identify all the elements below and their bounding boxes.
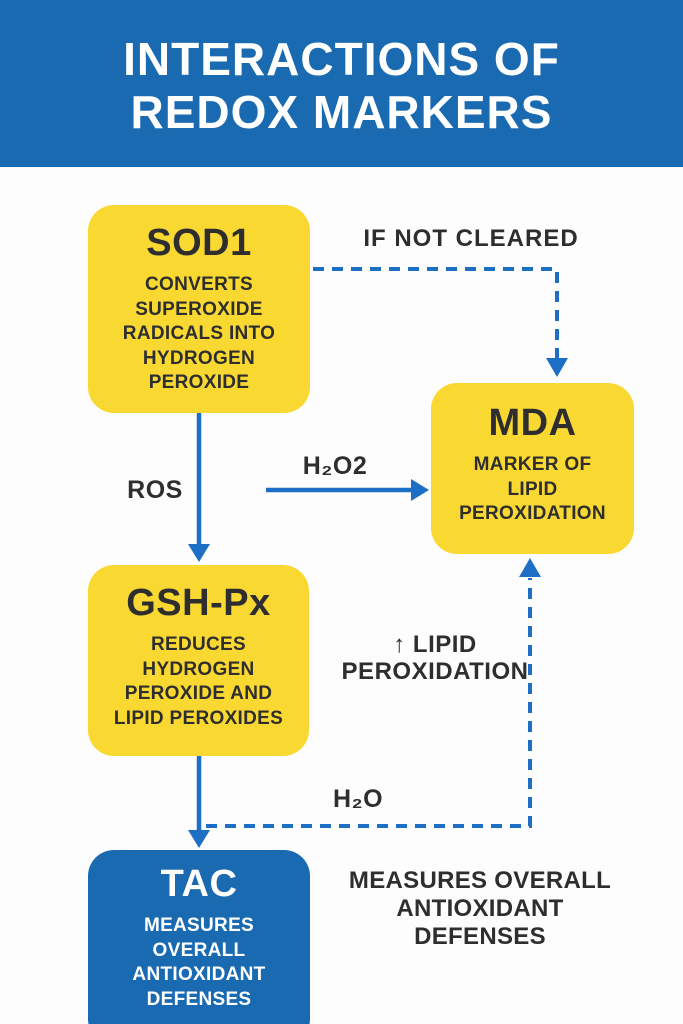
text-line: PEROXIDE AND	[124, 683, 273, 704]
node-sod1-title: SOD1	[146, 222, 252, 264]
page-title-line-1: INTERACTIONS OF	[123, 32, 560, 85]
text-line: ANTIOXIDANT DEFENSES	[396, 895, 564, 950]
node-gshpx: GSH-Px REDUCES HYDROGEN PEROXIDE AND LIP…	[88, 565, 309, 756]
text-line: PEROXIDATION	[341, 658, 529, 685]
text-line: MARKER OF	[473, 454, 592, 475]
text-line: RADICALS INTO	[122, 323, 276, 344]
arrow-if-not-cleared	[313, 267, 559, 358]
text-line: PEROXIDE	[148, 372, 250, 393]
text-line: MEASURES	[143, 915, 255, 936]
node-mda-description: MARKER OF LIPID PEROXIDATION	[459, 453, 606, 527]
page-title-line-2: REDOX MARKERS	[130, 85, 553, 138]
arrowhead-if-not-cleared	[546, 358, 568, 377]
node-gshpx-description: REDUCES HYDROGEN PEROXIDE AND LIPID PERO…	[114, 633, 283, 731]
label-tac-note: MEASURES OVERALL ANTIOXIDANT DEFENSES	[330, 867, 630, 951]
text-line: HYDROGEN	[142, 347, 256, 369]
header-banner: INTERACTIONS OF REDOX MARKERS	[0, 0, 683, 167]
arrowhead-h2o2	[411, 479, 429, 501]
arrowhead-gsh-to-tac	[188, 830, 210, 848]
node-sod1-description: CONVERTS SUPEROXIDE RADICALS INTO HYDROG…	[123, 273, 275, 396]
label-h2o: H₂O	[332, 785, 384, 813]
node-sod1: SOD1 CONVERTS SUPEROXIDE RADICALS INTO H…	[88, 205, 310, 413]
node-mda-title: MDA	[488, 402, 577, 444]
text-line: MEASURES OVERALL	[348, 867, 612, 894]
node-tac: TAC MEASURES OVERALL ANTIOXIDANT DEFENSE…	[88, 850, 310, 1024]
text-line: ↑ LIPID	[393, 631, 477, 658]
label-lipid-peroxidation: ↑ LIPID PEROXIDATION	[335, 631, 535, 685]
node-gshpx-title: GSH-Px	[126, 582, 271, 624]
text-line: LIPID	[507, 478, 558, 500]
label-if-not-cleared: IF NOT CLEARED	[363, 225, 579, 252]
text-line: CONVERTS	[145, 274, 253, 295]
node-tac-title: TAC	[160, 863, 238, 905]
text-line: LIPID PEROXIDES	[113, 707, 284, 729]
text-line: REDUCES	[150, 634, 246, 655]
node-mda: MDA MARKER OF LIPID PEROXIDATION	[431, 383, 634, 554]
text-line: ANTIOXIDANT	[132, 964, 266, 985]
text-line: PEROXIDATION	[459, 503, 606, 524]
arrowhead-lipid-peroxidation	[519, 558, 541, 577]
label-ros: ROS	[127, 476, 183, 504]
node-tac-description: MEASURES OVERALL ANTIOXIDANT DEFENSES	[132, 914, 265, 1012]
text-line: HYDROGEN	[142, 658, 255, 680]
label-h2o2: H₂O2	[302, 452, 368, 480]
arrowhead-ros	[188, 544, 210, 562]
text-line: SUPEROXIDE	[135, 298, 263, 320]
text-line: DEFENSES	[146, 988, 252, 1010]
text-line: OVERALL	[152, 939, 246, 961]
